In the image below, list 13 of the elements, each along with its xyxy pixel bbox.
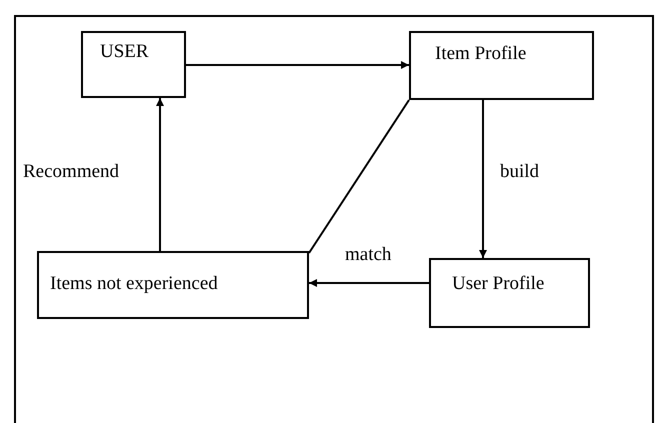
node-label: Item Profile — [435, 43, 526, 65]
process-box — [429, 258, 590, 328]
process-box — [37, 251, 309, 319]
connector-line — [308, 99, 410, 254]
arrow — [156, 98, 164, 251]
arrow — [186, 61, 409, 69]
arrow — [309, 279, 429, 287]
node-label: USER — [100, 41, 149, 63]
node-label: User Profile — [452, 273, 544, 295]
arrow — [479, 100, 487, 258]
process-box — [81, 31, 186, 98]
process-box — [409, 31, 594, 100]
node-label: Items not experienced — [50, 273, 218, 295]
